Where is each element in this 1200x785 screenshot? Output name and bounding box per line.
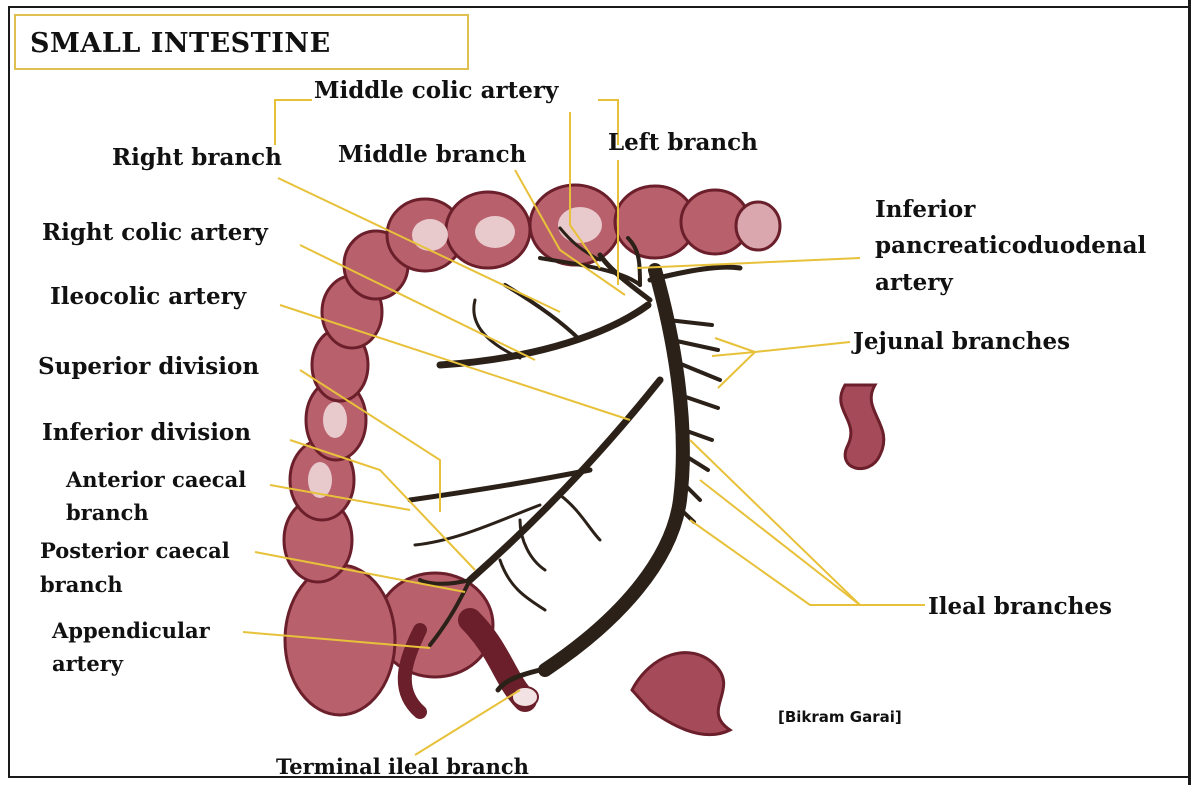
jejunal-loop	[841, 385, 884, 469]
leader-terminal-ileal	[415, 690, 520, 755]
leader-middle-colic-left	[275, 100, 312, 145]
label-anterior-caecal-1: Anterior caecal	[66, 465, 246, 495]
label-inf-pancreaticoduodenal-2: pancreaticoduodenal	[875, 231, 1146, 261]
ileal-loop	[632, 653, 730, 735]
leader-inf-pancreaticoduodenal	[637, 258, 860, 268]
label-left-branch: Left branch	[608, 128, 758, 158]
label-terminal-ileal-branch: Terminal ileal branch	[276, 752, 529, 782]
label-inf-pancreaticoduodenal-3: artery	[875, 268, 953, 298]
title-box: SMALL INTESTINE	[14, 14, 469, 70]
label-superior-division: Superior division	[38, 352, 259, 382]
label-appendicular-2: artery	[52, 649, 123, 679]
label-appendicular-1: Appendicular	[52, 616, 210, 646]
label-right-colic-artery: Right colic artery	[42, 218, 268, 248]
leader-ileal-1	[690, 440, 925, 605]
leader-ileal-2	[700, 480, 860, 605]
label-jejunal-branches: Jejunal branches	[853, 327, 1070, 357]
label-ileal-branches: Ileal branches	[928, 592, 1112, 622]
diagram-title: SMALL INTESTINE	[30, 28, 331, 59]
leader-ileal-3	[690, 520, 860, 605]
label-inf-pancreaticoduodenal-1: Inferior	[875, 195, 975, 225]
label-posterior-caecal-1: Posterior caecal	[40, 536, 230, 566]
label-posterior-caecal-2: branch	[40, 570, 123, 600]
label-inferior-division: Inferior division	[42, 418, 251, 448]
label-anterior-caecal-2: branch	[66, 498, 149, 528]
label-middle-branch: Middle branch	[338, 140, 526, 170]
label-ileocolic-artery: Ileocolic artery	[50, 282, 246, 312]
transverse-cut-end	[736, 202, 780, 250]
label-right-branch: Right branch	[112, 143, 282, 173]
author-credit: [Bikram Garai]	[778, 708, 902, 726]
leader-jejunal-2	[718, 352, 755, 388]
label-middle-colic-artery: Middle colic artery	[314, 76, 558, 106]
ileum-cut-end	[512, 687, 538, 707]
leader-jejunal-3	[715, 338, 755, 352]
